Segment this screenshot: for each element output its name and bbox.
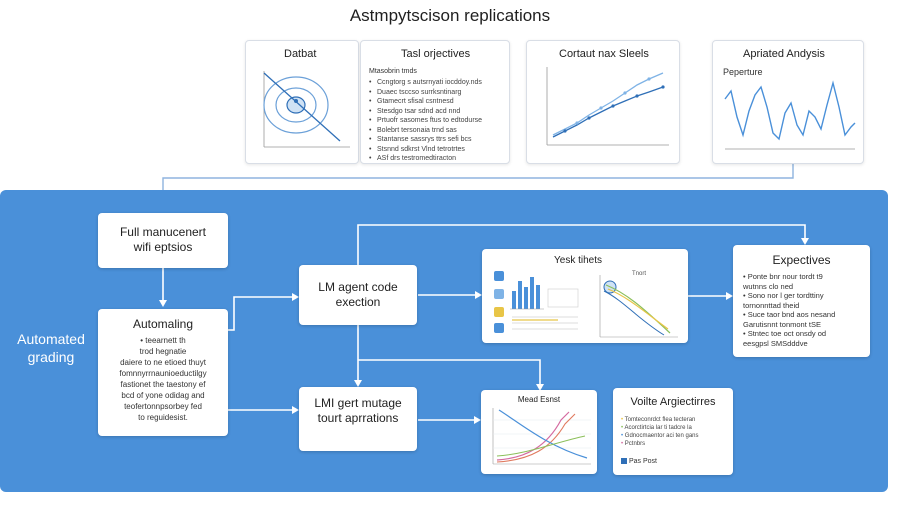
objectives-title: Tasl orjectives xyxy=(401,48,471,60)
automating-line: to reguidesist. xyxy=(138,413,188,422)
page-title: Astmpytscison replications xyxy=(349,6,551,25)
expectives-line: • Stntec toe oct onsdy od xyxy=(743,329,827,338)
automating-line: trod hegnatie xyxy=(139,347,187,356)
yesk-chart-label: Tnort xyxy=(632,271,647,277)
objective-item: Ccngtorg s autsrnyati iocddoy.nds xyxy=(369,78,482,88)
mead-line-chart xyxy=(492,408,591,465)
full-management-label: Full manucenert wifi eptsios xyxy=(119,225,207,254)
agent-mutage-label: LMI gert mutage tourt aprrations xyxy=(314,396,402,425)
agent-code-label: LM agent code exection xyxy=(318,280,398,309)
connector-to-mead xyxy=(358,359,541,386)
mead-title: Mead Esnst xyxy=(517,395,561,404)
objective-item: Prtuofr sasomes ftus to edtodurse xyxy=(369,116,482,126)
expectives-line: Garutisnnt tonmont tSE xyxy=(743,319,821,329)
yesk-card: Yesk tihets Tnort xyxy=(482,249,688,343)
automating-line: teofertonnpsorbey fed xyxy=(124,402,202,411)
objectives-list: Ccngtorg s autsrnyati iocddoy.nds Duaec … xyxy=(369,78,482,164)
analysis-card: Apriated Andysis Peperture xyxy=(712,40,864,164)
expectives-text: • Ponte bnr nour tordt t9 wutnns clo ned… xyxy=(743,272,865,348)
expectives-line: tornonnttad theid xyxy=(743,300,800,310)
analysis-subtitle: Peperture xyxy=(723,67,763,77)
band-label: Automated grading xyxy=(17,331,85,365)
objective-item: Gtamecrt sfisal csntnesd xyxy=(369,97,482,107)
objective-item: Stsnnd sdkrst Vlnd tetrotrtes xyxy=(369,145,482,155)
dataset-card: Datbat xyxy=(245,40,359,164)
analysis-title: Apriated Andysis xyxy=(743,48,825,60)
full-management-node: Full manucenert wifi eptsios xyxy=(98,213,228,268)
connector-loop-top xyxy=(357,224,806,265)
automating-line: • teearnett th xyxy=(140,336,186,345)
yesk-charts xyxy=(494,271,678,338)
objectives-subtitle: Mtasobrin tmds xyxy=(369,68,417,75)
expectives-title: Expectives xyxy=(772,253,831,267)
expectives-line: • Sono nor l ger tordttiny xyxy=(743,291,824,300)
automating-title: Automaling xyxy=(132,317,194,331)
objective-item: Stantanse sassrys ttrs sefi bcs xyxy=(369,135,482,145)
agent-code-node: LM agent code exection xyxy=(299,265,417,325)
yesk-title: Yesk tihets xyxy=(554,255,602,266)
agent-mutage-node: LMI gert mutage tourt aprrations xyxy=(299,387,417,451)
objective-item: ASf drs testromedtiracton xyxy=(369,154,482,164)
voilte-line: • Pctnbrs xyxy=(621,441,646,447)
voilte-line: • Tomteconrdct flea tecteran xyxy=(621,417,696,423)
voilte-card: Voilte Argiectirres • Tomteconrdct flea … xyxy=(613,388,733,475)
voilte-footer: Pas Post xyxy=(621,458,657,465)
objective-item: Bolebrt tersonaia trnd sas xyxy=(369,126,482,136)
expectives-line: wutnns clo ned xyxy=(743,281,794,291)
dataset-title: Datbat xyxy=(284,48,317,60)
expectives-line: • Suce taor bnd aos nesand xyxy=(743,310,836,319)
automating-line: daiere to ne etioed thuyt xyxy=(120,358,206,367)
voilte-title: Voilte Argiectirres xyxy=(630,396,716,408)
expectives-card: Expectives • Ponte bnr nour tordt t9 wut… xyxy=(733,245,870,357)
voilte-line: • Acorctirtcia lar ti tadcre la xyxy=(621,425,692,431)
voilte-text: • Tomteconrdct flea tecteran • Acorctirt… xyxy=(621,416,729,448)
objectives-card: Tasl orjectives Mtasobrin tmds Ccngtorg … xyxy=(360,40,510,164)
context-card: Cortaut nax Sleels xyxy=(526,40,680,164)
automating-line: bcd of yone odidag and xyxy=(121,391,205,400)
analysis-wave-chart xyxy=(724,80,856,150)
objective-item: Stesdgo tsar sdnd acd nnd xyxy=(369,107,482,117)
expectives-line: eesgpsl SMSdddve xyxy=(743,338,808,348)
legend-square-icon xyxy=(621,458,627,465)
objective-item: Duaec tsccso surrksntinarg xyxy=(369,88,482,98)
automating-line: fomnnyrrnaunioeductilgy xyxy=(119,369,207,378)
voilte-line: • Gdnocmaentor aci ten gans xyxy=(621,433,699,439)
mead-card: Mead Esnst xyxy=(481,390,597,474)
automating-text: • teearnett th trod hegnatie daiere to n… xyxy=(104,335,222,423)
dataset-target-chart xyxy=(263,71,350,148)
voilte-footer-label: Pas Post xyxy=(628,458,657,465)
expectives-line: • Ponte bnr nour tordt t9 xyxy=(743,272,823,281)
automating-node: Automaling • teearnett th trod hegnatie … xyxy=(98,309,228,436)
context-title: Cortaut nax Sleels xyxy=(559,48,649,60)
connector-automating-to-agent xyxy=(228,296,292,331)
automating-line: fastionet the taestony ef xyxy=(120,380,206,389)
context-line-chart xyxy=(546,67,669,146)
